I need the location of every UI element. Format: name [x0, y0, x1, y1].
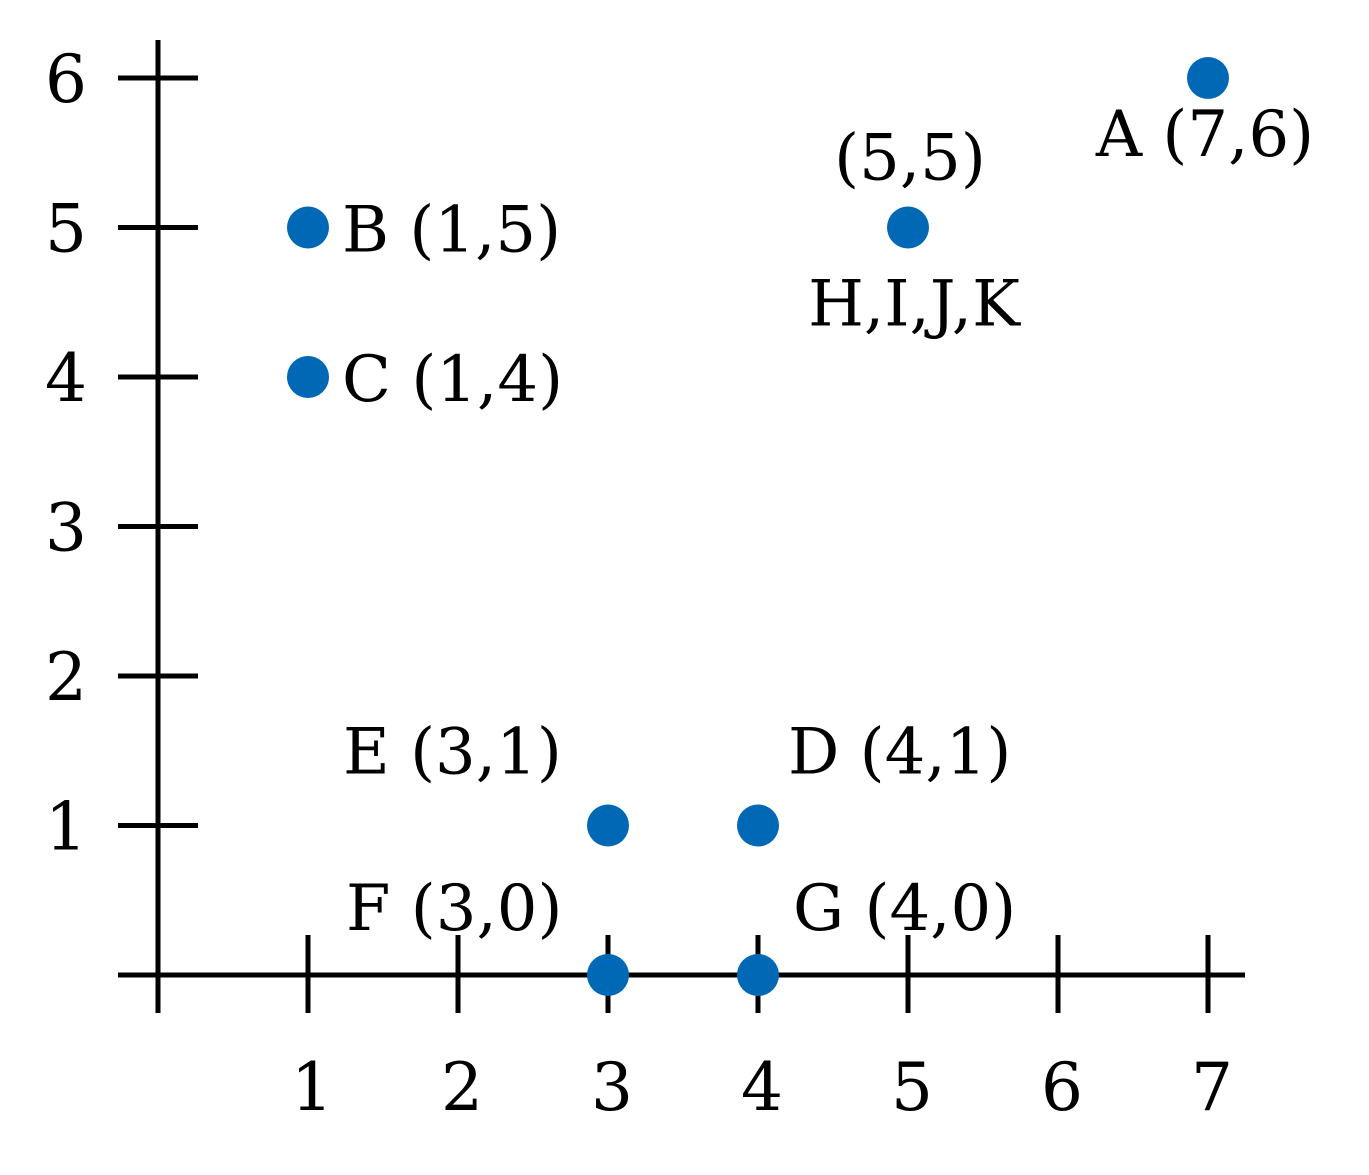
data-point [1187, 57, 1229, 99]
x-ticks: 1 2 3 4 5 6 7 [291, 935, 1233, 1126]
x-tick-label: 1 [291, 1049, 333, 1126]
data-point [587, 954, 629, 996]
axes [118, 40, 1245, 1013]
point-label: D (4,1) [788, 716, 1011, 790]
data-point [737, 954, 779, 996]
point-label: E (3,1) [343, 716, 562, 790]
point-label: A (7,6) [1095, 98, 1314, 172]
x-tick-label: 7 [1191, 1049, 1233, 1126]
y-tick-label: 6 [45, 41, 87, 118]
y-tick-label: 3 [45, 490, 87, 567]
y-tick-label: 2 [45, 639, 87, 716]
data-point [887, 206, 929, 249]
point-label: H,I,J,K [808, 268, 1021, 342]
data-point [287, 206, 329, 249]
data-points [287, 57, 1229, 996]
point-label: F (3,0) [346, 872, 562, 946]
point-label: C (1,4) [342, 343, 563, 417]
data-point [287, 356, 329, 398]
point-label: (5,5) [834, 122, 986, 196]
point-label: B (1,5) [342, 194, 561, 268]
x-tick-label: 2 [441, 1049, 483, 1126]
y-tick-label: 1 [45, 789, 87, 866]
x-tick-label: 6 [1041, 1049, 1083, 1126]
point-labels: A (7,6) B (1,5) C (1,4) D (4,1) E (3,1) F (3,… [342, 98, 1314, 946]
data-point [587, 804, 629, 847]
x-tick-label: 3 [591, 1049, 633, 1126]
x-tick-label: 4 [741, 1049, 783, 1126]
point-label: G (4,0) [793, 872, 1016, 946]
y-tick-label: 4 [45, 340, 87, 417]
y-tick-label: 5 [45, 191, 87, 268]
data-point [737, 804, 779, 847]
y-ticks: 1 2 3 4 5 6 [45, 41, 198, 866]
x-tick-label: 5 [891, 1049, 933, 1126]
